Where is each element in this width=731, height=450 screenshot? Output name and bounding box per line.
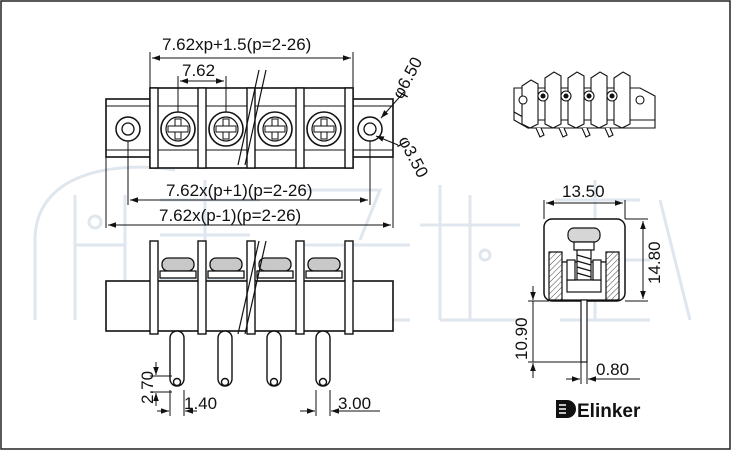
- screw-4: [306, 111, 342, 147]
- front-view: 2.70 1.40 3.00: [105, 240, 394, 416]
- side-pin: [580, 299, 588, 363]
- dim-pin-width: [157, 390, 197, 416]
- side-screw: [566, 227, 602, 293]
- dim-hole-inner-label: φ3.50: [394, 133, 431, 181]
- dim-length-minus-label: 7.62x(p-1)(p=2-26): [159, 206, 301, 225]
- break-lines: [237, 69, 267, 166]
- isometric-view: [513, 71, 656, 138]
- dim-pin-thickness: [566, 362, 640, 384]
- top-view: 7.62xp+1.5(p=2-26) 7.62 φ6.50 φ3.50 7.62…: [105, 35, 432, 228]
- screw-3: [257, 111, 293, 147]
- dim-pin-width-label: 1.40: [184, 394, 217, 413]
- dim-hole-outer-label: φ6.50: [389, 54, 426, 102]
- brand-logo: Elinker: [556, 400, 641, 422]
- dim-pin-height: [150, 362, 172, 406]
- dim-pin-thickness-label: 0.80: [596, 360, 629, 379]
- pins: [169, 330, 331, 387]
- side-view: 13.50 14.80 10.90 0.80: [512, 182, 664, 384]
- front-screw-heads: [159, 257, 343, 279]
- dim-side-height-label: 14.80: [645, 241, 664, 284]
- screw-2: [208, 111, 244, 147]
- dim-length-plus: [105, 141, 394, 228]
- dim-pin-height-label: 2.70: [138, 371, 157, 404]
- dim-pin-length: [528, 286, 581, 378]
- dim-pin-spacing-label: 3.00: [338, 394, 371, 413]
- dim-overall-length: [149, 52, 354, 88]
- screw-row: [160, 111, 342, 147]
- dim-overall-length-label: 7.62xp+1.5(p=2-26): [162, 35, 311, 54]
- dim-pitch: [177, 76, 227, 112]
- dim-side-width-label: 13.50: [562, 182, 605, 201]
- dim-side-width: [543, 200, 626, 219]
- dim-side-height: [625, 218, 648, 302]
- dim-pitch-label: 7.62: [182, 61, 215, 80]
- dim-hole-leaders: [375, 91, 405, 146]
- dim-pin-length-label: 10.90: [512, 317, 531, 360]
- dim-pin-spacing: [300, 390, 380, 416]
- dim-length-plus-label: 7.62x(p+1)(p=2-26): [166, 181, 312, 200]
- brand-name: Elinker: [577, 401, 641, 422]
- screw-1: [160, 111, 196, 147]
